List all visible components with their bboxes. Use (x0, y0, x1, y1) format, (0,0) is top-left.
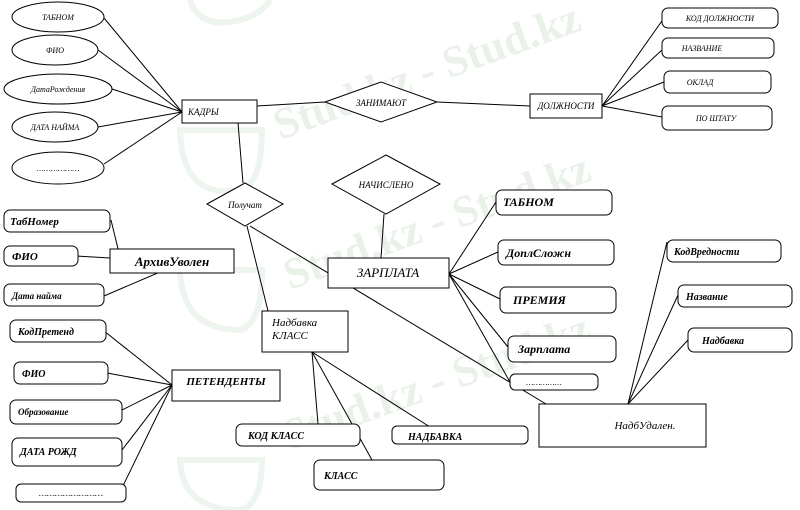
svg-text:ДАТА РОЖД: ДАТА РОЖД (19, 447, 78, 458)
attribute-arhiv-hire-date: Дата найма (3, 283, 105, 307)
svg-text:КодПретенд: КодПретенд (17, 327, 74, 338)
svg-text:ФИО: ФИО (22, 369, 46, 380)
attribute-nadbudalen-code: КодВредности (666, 239, 782, 263)
attribute-nadbudalen-nadbavka: Надбавка (687, 327, 793, 353)
svg-text:НАЗВАНИЕ: НАЗВАНИЕ (681, 44, 723, 53)
watermark-logo (176, 267, 266, 334)
entity-label: ДОЛЖНОСТИ (537, 101, 595, 111)
entity-label: ЗАРПЛАТА (357, 265, 419, 280)
svg-text:ПРЕМИЯ: ПРЕМИЯ (512, 293, 567, 307)
attribute-klass-klass: КЛАСС (313, 459, 445, 491)
relationship-label: НАЧИСЛЕНО (358, 180, 414, 190)
entity-label: ПЕТЕНДЕНТЫ (185, 376, 266, 388)
entity-label: Надбавка КЛАСС (272, 317, 318, 342)
attribute-kadry-birthdate: ДатаРождения (3, 73, 113, 105)
entity-zarplata: ЗАРПЛАТА (327, 257, 450, 289)
entity-nadbudalen: НадбУдален. (538, 403, 707, 448)
relationship-nachisleno: НАЧИСЛЕНО (330, 154, 442, 215)
watermark-logo (176, 127, 266, 195)
attribute-kadry-more: ……………… (11, 151, 105, 185)
entity-petendenty: ПЕТЕНДЕНТЫ (171, 369, 281, 402)
attribute-kadry-fio: ФИО (11, 34, 99, 66)
svg-text:КодВредности: КодВредности (673, 247, 740, 258)
attribute-nadbudalen-name: Название (677, 284, 793, 308)
attribute-dolzhnosti-name: НАЗВАНИЕ (661, 37, 775, 59)
relationship-poluchat: Получат (205, 182, 285, 227)
attribute-arhiv-fio: ФИО (3, 245, 79, 267)
svg-text:……………………: …………………… (39, 488, 103, 498)
relationship-zanimayut: ЗАНИМАЮТ (323, 81, 439, 123)
svg-text:ТАБНОМ: ТАБНОМ (503, 195, 554, 209)
watermark-logo (187, 0, 273, 26)
entity-label: АрхивУволен (134, 254, 209, 269)
entity-label: КАДРЫ (187, 107, 220, 117)
relationship-label: ЗАНИМАЮТ (356, 98, 407, 108)
svg-text:КОД КЛАСС: КОД КЛАСС (247, 431, 304, 442)
attribute-petendenty-birthdate: ДАТА РОЖД (11, 437, 123, 467)
svg-text:ФИО: ФИО (12, 251, 38, 263)
attribute-petendenty-fio: ФИО (13, 361, 109, 385)
attribute-klass-nadbavka: НАДБАВКА (391, 425, 529, 445)
entity-dolzhnosti: ДОЛЖНОСТИ (529, 93, 603, 119)
attribute-zarplata-more: …………… (509, 373, 599, 391)
svg-text:Зарплата: Зарплата (517, 342, 570, 356)
attribute-dolzhnosti-code: КОД ДОЛЖНОСТИ (661, 7, 779, 29)
watermark-text: Stud.kz - Stud.kz (267, 0, 587, 149)
attribute-petendenty-more: …………………… (15, 483, 127, 503)
svg-text:ДатаРождения: ДатаРождения (30, 85, 85, 94)
svg-text:ТАБНОМ: ТАБНОМ (42, 13, 75, 22)
svg-text:ОКЛАД: ОКЛАД (687, 78, 715, 87)
svg-text:НАДБАВКА: НАДБАВКА (407, 432, 463, 443)
svg-text:Образование: Образование (18, 407, 68, 417)
svg-text:ПО ШТАТУ: ПО ШТАТУ (695, 114, 738, 123)
svg-text:ДАТА НАЙМА: ДАТА НАЙМА (30, 122, 80, 132)
attribute-dolzhnosti-staff: ПО ШТАТУ (661, 105, 773, 131)
entity-label: НадбУдален. (613, 420, 675, 432)
watermark-logo (176, 457, 266, 510)
attribute-klass-code: КОД КЛАСС (235, 423, 361, 447)
connector-lines (75, 17, 689, 493)
svg-text:Дата найма: Дата найма (11, 291, 62, 301)
attribute-kadry-tabnom: ТАБНОМ (11, 1, 105, 33)
relationship-label: Получат (227, 200, 262, 210)
svg-text:ДоплСложн: ДоплСложн (505, 246, 571, 260)
attribute-zarplata-zarplata: Зарплата (507, 335, 617, 363)
svg-text:……………: …………… (526, 378, 562, 387)
attribute-zarplata-dopl: ДоплСложн (497, 239, 615, 266)
svg-text:КЛАСС: КЛАСС (323, 471, 358, 482)
attribute-petendenty-code: КодПретенд (9, 319, 107, 343)
entity-nadbavka-klass: Надбавка КЛАСС (261, 310, 349, 353)
svg-text:ТабНомер: ТабНомер (10, 216, 59, 228)
svg-text:………………: ……………… (37, 164, 80, 173)
svg-text:Название: Название (685, 292, 728, 303)
attribute-zarplata-tabnom: ТАБНОМ (495, 189, 613, 216)
attribute-zarplata-premiya: ПРЕМИЯ (499, 286, 617, 314)
svg-text:ФИО: ФИО (46, 46, 64, 55)
svg-text:Надбавка: Надбавка (701, 336, 744, 347)
attribute-arhiv-tabnomer: ТабНомер (3, 209, 111, 233)
attribute-dolzhnosti-salary: ОКЛАД (663, 70, 772, 94)
attribute-kadry-hire-date: ДАТА НАЙМА (11, 111, 99, 143)
entity-kadry: КАДРЫ (181, 99, 258, 124)
svg-text:КОД ДОЛЖНОСТИ: КОД ДОЛЖНОСТИ (685, 14, 755, 23)
entity-arhiv: АрхивУволен (109, 248, 235, 274)
attribute-petendenty-education: Образование (9, 399, 123, 425)
